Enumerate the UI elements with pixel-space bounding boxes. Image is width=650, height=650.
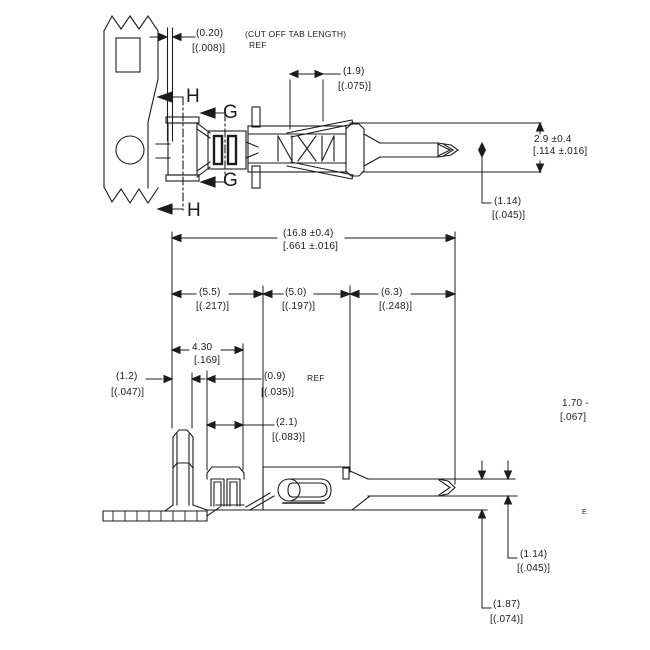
dim-label-seg-body-mm: (5.0) (285, 287, 307, 298)
dim-label-wing-gap-inch: [(.035)] (261, 387, 295, 398)
terminal-top-view (165, 106, 459, 189)
dim-label-crimp-span-mm: 4.30 (192, 342, 213, 353)
section-line-g (199, 107, 226, 188)
dim-label-cutoff-note: (CUT OFF TAB LENGTH) (245, 29, 347, 39)
dim-label-cutoff-ref: REF (249, 40, 267, 50)
dim-tip-offset (477, 460, 492, 609)
dim-label-tip-offset-inch: [(.074)] (490, 614, 524, 625)
dim-pin-thickness-top (477, 141, 492, 204)
dim-wing-length (288, 69, 341, 130)
dim-label-seg-body-inch: [(.197)] (282, 301, 316, 312)
dim-overall-height (349, 121, 545, 174)
extension-lines (171, 231, 456, 485)
dim-label-seg-pin-inch: [(.248)] (379, 301, 413, 312)
dim-segments (170, 289, 457, 299)
dim-label-pin-thickness-side-inch: [(.045)] (517, 563, 551, 574)
dim-pin-thickness-side (503, 460, 518, 559)
dim-label-ins-crimp-span-mm: (2.1) (276, 417, 298, 428)
dim-label-pin-thickness-top-inch: [(.045)] (492, 210, 526, 221)
carrier-strip-front (103, 14, 159, 205)
dim-label-cutoff-mm: (0.20) (196, 28, 224, 39)
dim-label-pin-height-inch: [.067] (560, 412, 587, 423)
dim-label-seg-pin-mm: (6.3) (381, 287, 403, 298)
dim-label-crimp-span-inch: [.169] (194, 355, 221, 366)
dim-wing-gap (205, 374, 262, 384)
terminal-side-view (102, 429, 518, 522)
dim-label-seg-crimp-mm: (5.5) (199, 287, 221, 298)
dim-label-seg-crimp-inch: [(.217)] (196, 301, 230, 312)
dim-overall-length (170, 233, 457, 243)
dim-label-overall-height-mm: 2.9 ±0.4 (534, 134, 572, 145)
section-line-h (156, 91, 184, 215)
dim-label-overall-length-inch: [.661 ±.016] (283, 241, 339, 252)
dim-label-pin-thickness-top-mm: (1.14) (494, 196, 522, 207)
dim-label-wing-thickness-mm: (1.2) (116, 371, 138, 382)
section-label-g-bottom: G (223, 170, 238, 191)
dim-label-ins-crimp-span-inch: [(.083)] (272, 432, 306, 443)
cutoff-tab (155, 27, 174, 159)
dim-label-wing-thickness-inch: [(.047)] (111, 387, 145, 398)
dim-label-tip-offset-mm: (1.87) (493, 599, 521, 610)
section-label-h-top: H (186, 86, 200, 107)
edge-text-fragment: E (582, 509, 587, 516)
dim-ins-crimp-span (205, 420, 275, 430)
dim-label-pin-height-mm: 1.70 - (562, 398, 589, 409)
dim-cutoff-tab (149, 32, 196, 42)
section-label-g-top: G (223, 102, 238, 123)
dim-label-wing-gap-mm: (0.9) (264, 371, 286, 382)
dim-label-overall-length-mm: (16.8 ±0.4) (283, 228, 334, 239)
dim-crimp-span (170, 345, 245, 355)
dim-wing-thickness (145, 374, 206, 384)
dim-label-wing-gap-ref: REF (307, 373, 325, 383)
dim-label-pin-thickness-side-mm: (1.14) (520, 549, 548, 560)
dim-label-cutoff-inch: [(.008)] (192, 43, 226, 54)
dim-label-wing-length-inch: [(.075)] (338, 81, 372, 92)
dim-label-overall-height-inch: [.114 ±.016] (533, 146, 588, 157)
section-label-h-bottom: H (187, 200, 201, 221)
dim-label-wing-length-mm: (1.9) (343, 66, 365, 77)
